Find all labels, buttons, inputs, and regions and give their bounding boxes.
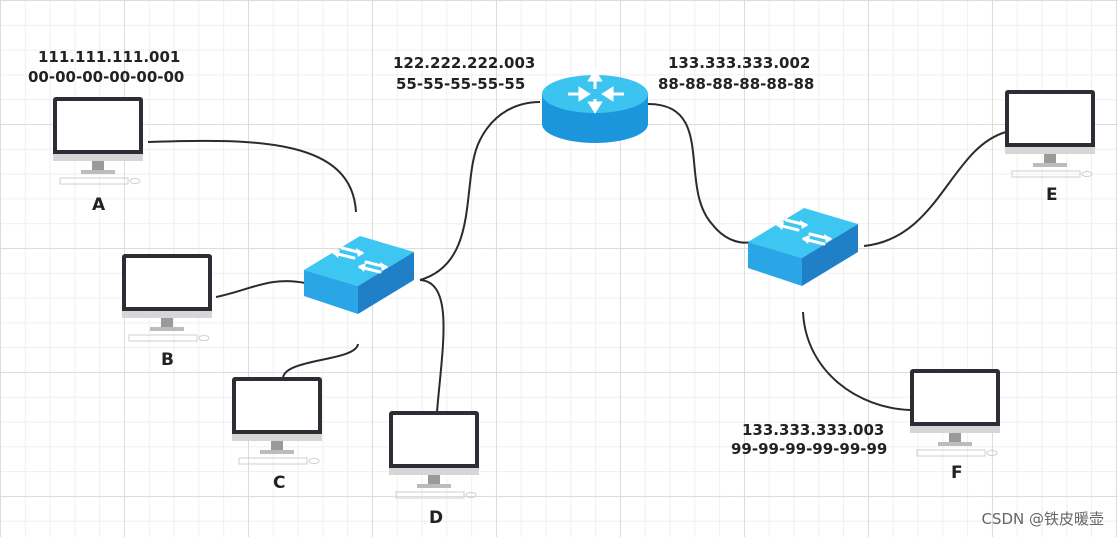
router-left-ip: 122.222.222.003 xyxy=(393,54,536,72)
router-right-mac: 88-88-88-88-88-88 xyxy=(658,75,815,93)
link-b-switch1 xyxy=(215,280,306,298)
switch-left xyxy=(302,234,416,316)
computer-a xyxy=(52,96,144,185)
host-d-label: D xyxy=(429,508,444,528)
computer-f xyxy=(909,368,1001,457)
link-c-switch1 xyxy=(281,343,359,381)
link-switch1-router xyxy=(419,101,541,281)
host-f-ip: 133.333.333.003 xyxy=(742,421,885,439)
computer-c xyxy=(231,376,323,465)
computer-d xyxy=(388,410,480,499)
connection-lines xyxy=(147,101,1007,413)
router-right-ip: 133.333.333.002 xyxy=(668,54,811,72)
host-a-mac: 00-00-00-00-00-00 xyxy=(28,68,185,86)
computer-b xyxy=(121,253,213,342)
host-f-mac: 99-99-99-99-99-99 xyxy=(731,440,888,458)
host-a-ip: 111.111.111.001 xyxy=(38,48,181,66)
router-device xyxy=(542,69,648,143)
host-a-label: A xyxy=(92,195,106,215)
router-left-mac: 55-55-55-55-55 xyxy=(396,75,526,93)
link-a-switch1 xyxy=(147,139,357,213)
switch-right xyxy=(746,206,860,288)
host-c-label: C xyxy=(273,473,286,493)
host-b-label: B xyxy=(161,350,174,370)
host-e-label: E xyxy=(1046,185,1058,205)
link-switch2-f xyxy=(802,311,911,411)
link-router-switch2 xyxy=(647,103,753,244)
link-switch2-e xyxy=(863,131,1007,247)
computer-e xyxy=(1004,89,1096,178)
host-f-label: F xyxy=(951,463,963,483)
link-d-switch1 xyxy=(419,279,445,413)
watermark: CSDN @铁皮暖壶 xyxy=(981,510,1104,528)
